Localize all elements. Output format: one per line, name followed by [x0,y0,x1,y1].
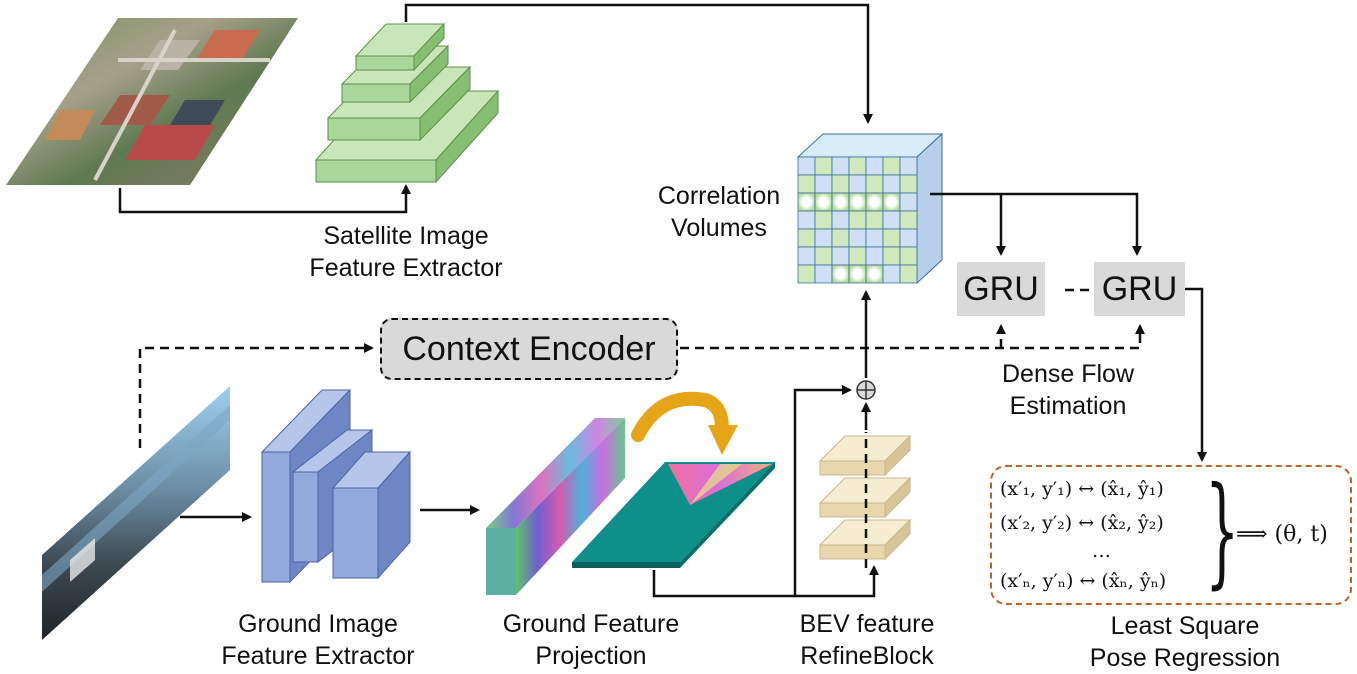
equation-row-2: (x′₂, y′₂) ↔ (x̂₂, ŷ₂) [1000,512,1164,534]
connections [118,3,1207,598]
projection-arrow [631,391,738,455]
ground-projection-line2: Projection [535,642,647,670]
correlation-line2: Volumes [671,214,767,242]
correlation-line1: Correlation [657,182,781,210]
equation-row-1: (x′₁, y′₁) ↔ (x̂₁, ŷ₁) [1000,478,1164,500]
bev-projection-plane [572,462,775,568]
correlation-cell [882,210,901,230]
correlation-cell [797,246,816,266]
ground-projection-line1: Ground Feature [502,610,680,638]
correlation-cell [814,246,833,266]
gru-label-1: GRU [963,269,1039,308]
satellite-extractor-label: Satellite Image Feature Extractor [296,220,516,284]
gru-label-2: GRU [1101,269,1178,308]
correlation-cell [831,228,850,248]
correlation-cell [797,192,816,212]
context-encoder-box: Context Encoder [380,318,678,380]
correlation-cell [848,246,867,266]
correlation-cell [865,228,884,248]
correlation-cell [899,174,918,194]
bev-refine-label: BEV feature RefineBlock [772,608,962,672]
correlation-cell [797,210,816,230]
correlation-cell [899,246,918,266]
correlation-cell [831,192,850,212]
correlation-cell [797,156,816,176]
correlation-cell [848,156,867,176]
correlation-cell [865,264,884,284]
correlation-cell [899,264,918,284]
gru-box-1: GRU [957,262,1045,316]
bev-refine-block [818,434,912,561]
ground-extractor-line2: Feature Extractor [221,642,415,670]
bev-refine-line1: BEV feature [799,610,935,638]
correlation-cell [882,264,901,284]
correlation-cell [899,192,918,212]
equation-row-3: (x′ₙ, y′ₙ) ↔ (x̂ₙ, ŷₙ) [1000,570,1167,592]
correlation-cell [865,156,884,176]
ground-feature-map [486,418,625,595]
correlation-cell [814,210,833,230]
correlation-cell [831,156,850,176]
correlation-cell [797,174,816,194]
satellite-feature-extractor [314,22,500,184]
satellite-extractor-line1: Satellite Image [323,222,489,250]
least-square-label: Least Square Pose Regression [1080,610,1290,674]
correlation-cell [831,174,850,194]
correlation-cell [882,192,901,212]
equation-brace: } [1205,462,1240,601]
dense-flow-line2: Estimation [1009,392,1127,420]
least-square-line1: Least Square [1110,612,1260,640]
satellite-image [6,18,298,185]
correlation-cell [848,264,867,284]
least-square-box [990,465,1352,605]
dense-flow-line1: Dense Flow [1002,360,1134,388]
correlation-cell [882,228,901,248]
correlation-label: Correlation Volumes [644,180,794,244]
correlation-cell [848,210,867,230]
correlation-cell [865,246,884,266]
correlation-cell [848,174,867,194]
correlation-cell [814,264,833,284]
dense-flow-label: Dense Flow Estimation [978,358,1158,422]
correlation-cell [865,210,884,230]
ground-feature-extractor [260,388,412,584]
ground-image [42,386,230,640]
correlation-cell [882,246,901,266]
ground-projection-label: Ground Feature Projection [486,608,696,672]
correlation-cell [899,156,918,176]
equation-dots: … [1092,540,1111,562]
correlation-cell [882,174,901,194]
sum-node [856,380,876,400]
correlation-cell [814,192,833,212]
correlation-cell [882,156,901,176]
correlation-volume [796,132,944,285]
correlation-cell [797,228,816,248]
correlation-cell [814,174,833,194]
context-connections [138,288,1145,448]
ground-extractor-line1: Ground Image [238,610,398,638]
correlation-cell [797,264,816,284]
correlation-cell [865,192,884,212]
correlation-cell [899,210,918,230]
correlation-cell [848,228,867,248]
context-encoder-label: Context Encoder [402,329,656,368]
correlation-cell [899,228,918,248]
satellite-extractor-line2: Feature Extractor [309,254,503,282]
bev-refine-line2: RefineBlock [800,642,934,670]
least-square-line2: Pose Regression [1089,644,1281,672]
correlation-cell [831,264,850,284]
correlation-cell [831,210,850,230]
ground-extractor-label: Ground Image Feature Extractor [203,608,433,672]
correlation-cell [814,228,833,248]
gru-box-2: GRU [1094,262,1185,316]
correlation-cell [831,246,850,266]
pose-result: ⟹ (θ, t) [1236,522,1328,547]
correlation-cell [848,192,867,212]
correlation-cell [814,156,833,176]
correlation-cell [865,174,884,194]
